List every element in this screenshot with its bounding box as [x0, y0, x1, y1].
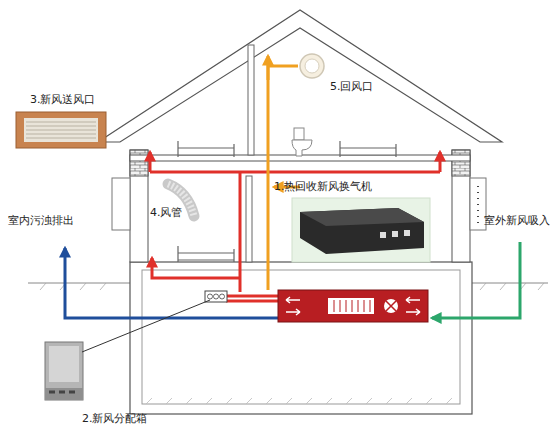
basement-part	[146, 398, 452, 404]
exhaust-duct	[65, 248, 278, 318]
beds-part	[178, 141, 234, 157]
supply-duct-part	[152, 258, 240, 278]
supply-vent-photo-part	[26, 122, 96, 138]
supply-duct	[150, 152, 440, 301]
device-photo-part	[292, 198, 430, 262]
roof	[98, 10, 502, 142]
supply-vent-photo	[16, 112, 106, 148]
beds-part	[178, 246, 234, 262]
ventilation-unit-part	[386, 301, 396, 311]
callout-label: 2.新风分配箱	[82, 412, 148, 426]
windows-part	[470, 178, 486, 230]
intake-duct-part	[432, 242, 520, 318]
toilet-part	[292, 140, 312, 156]
beds-part	[340, 141, 396, 157]
ventilation-unit-part	[286, 297, 300, 315]
ventilation-unit-part	[406, 297, 420, 315]
distribution-box-small-part	[220, 294, 225, 299]
walls	[130, 45, 470, 262]
windows-part	[112, 178, 130, 230]
basement-part	[142, 270, 460, 404]
ventilation-unit-part	[278, 290, 428, 322]
device-photo-part	[392, 231, 398, 237]
exhaust-duct-part	[65, 248, 278, 318]
device-photo-part	[380, 232, 386, 238]
ventilation-unit	[278, 290, 428, 322]
distribution-box-photo-part	[49, 346, 79, 382]
return-duct-part	[267, 56, 270, 80]
basement	[130, 262, 472, 414]
ventilation-unit-part	[384, 299, 398, 313]
return-air-vent-part	[300, 54, 324, 78]
walls-part	[130, 150, 148, 262]
supply-vent-photo-part	[24, 118, 98, 142]
walls-part	[130, 150, 148, 176]
leader-lines	[82, 300, 210, 352]
toilet	[292, 128, 312, 156]
walls-part	[452, 150, 470, 262]
distribution-box-photo-part	[45, 388, 83, 400]
callout-label: 1.热回收新风换气机	[274, 180, 373, 194]
ventilation-unit-part	[334, 300, 370, 312]
windows-part	[477, 186, 479, 223]
distribution-box-photo-part	[45, 342, 83, 400]
roof-part	[98, 10, 502, 142]
callout-label: 4.风管	[150, 206, 183, 220]
walls-part	[452, 150, 470, 176]
basement-part	[130, 262, 472, 414]
supply-duct-part	[439, 152, 442, 172]
distribution-box-small-part	[208, 294, 213, 299]
return-air-vent-part	[305, 59, 319, 73]
distribution-box-photo-part	[49, 391, 75, 394]
return-air-vent	[300, 54, 324, 78]
intake-duct	[432, 242, 520, 318]
walls-part	[248, 45, 254, 155]
callout-label: 3.新风送风口	[30, 93, 96, 107]
walls-part	[246, 176, 252, 262]
toilet-part	[294, 128, 304, 140]
supply-duct-part	[226, 296, 278, 301]
device-photo	[292, 198, 430, 262]
device-photo-part	[300, 208, 424, 254]
supply-duct-part	[149, 152, 152, 172]
supply-duct-part	[239, 172, 242, 292]
leader-lines-part	[82, 300, 210, 352]
supply-duct-part	[150, 171, 440, 174]
device-photo-part	[404, 230, 410, 236]
distribution-box-small-part	[214, 294, 219, 299]
device-photo-part	[300, 208, 424, 226]
callout-label: 5.回风口	[330, 80, 374, 94]
callout-label: 室内污浊排出	[8, 214, 74, 228]
ventilation-unit-part	[328, 298, 374, 314]
distribution-box-photo	[45, 342, 83, 400]
callout-label: 室外新风吸入	[484, 214, 550, 228]
supply-vent-photo-part	[16, 112, 106, 148]
